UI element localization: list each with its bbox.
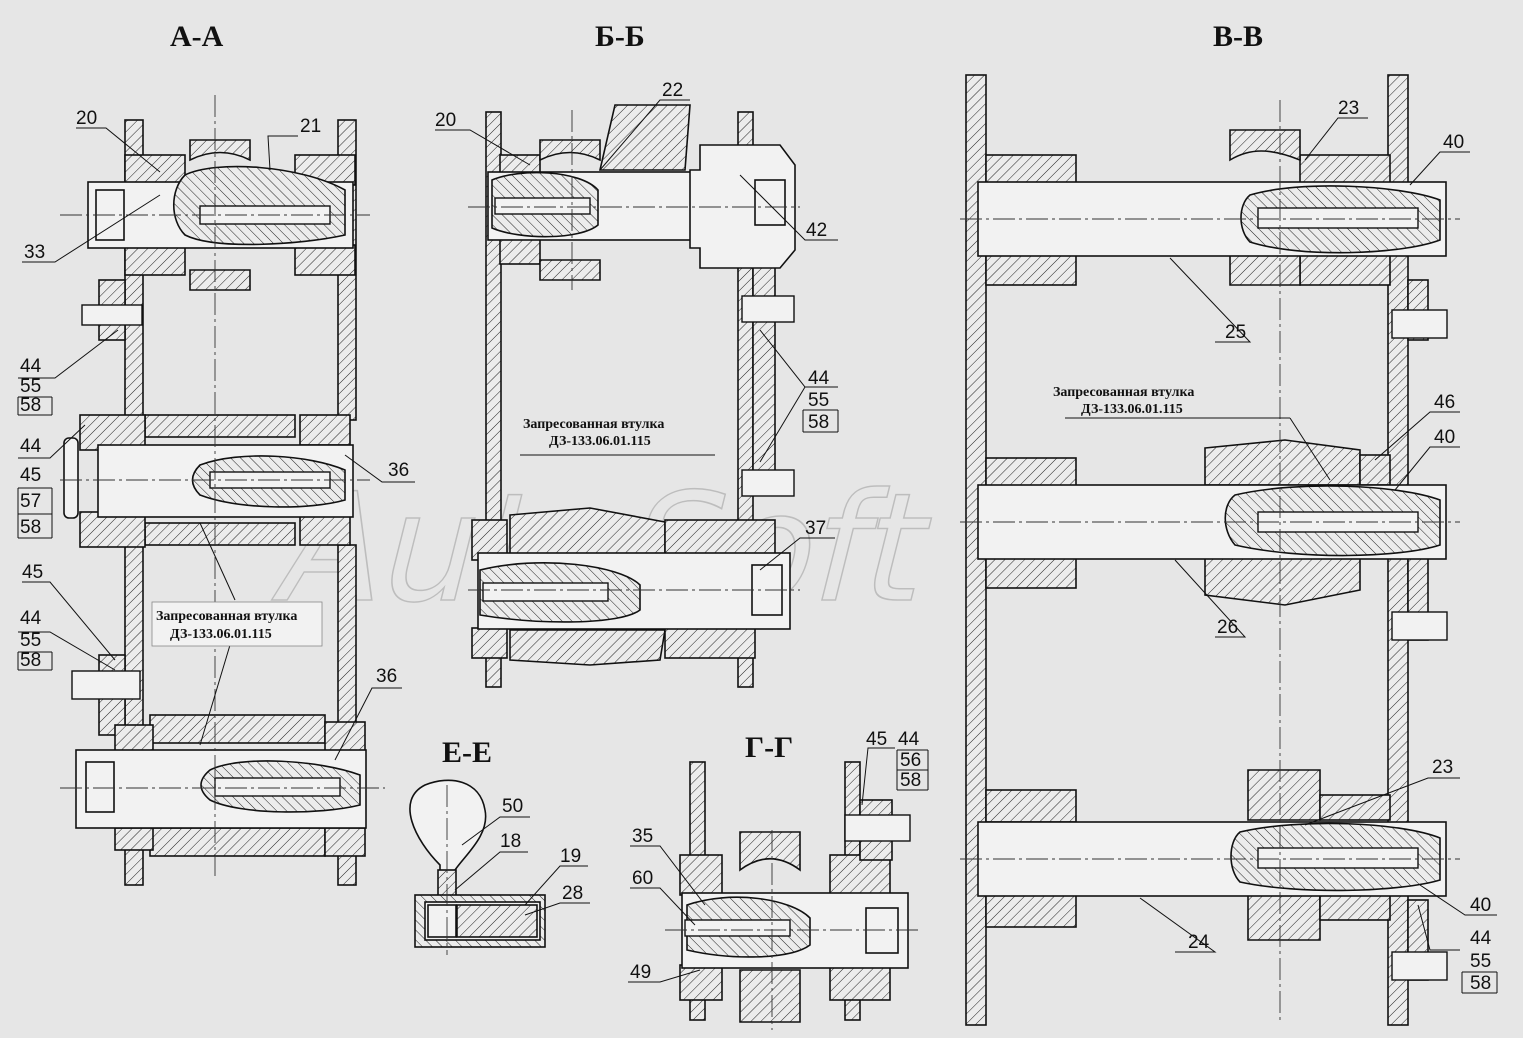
callout-ee-50: 50 xyxy=(502,796,523,817)
callout-vv-55: 55 xyxy=(1470,951,1491,972)
section-aa-view xyxy=(60,95,385,886)
callout-aa-36a: 36 xyxy=(388,460,409,481)
section-title-aa: А-А xyxy=(170,20,224,53)
callout-vv-40c: 40 xyxy=(1470,895,1491,916)
callout-aa-45a: 45 xyxy=(20,465,41,486)
section-vv-view xyxy=(960,74,1460,1026)
callout-vv-23b: 23 xyxy=(1432,757,1453,778)
section-gg-view xyxy=(628,747,929,1030)
note-bb-line2: ДЗ-133.06.01.115 xyxy=(549,434,651,449)
callouts-vv xyxy=(1139,117,1498,994)
callout-aa-44a: 44 xyxy=(20,356,42,377)
callout-bb-44: 44 xyxy=(808,368,830,389)
section-title-vv: В-В xyxy=(1213,20,1263,53)
callout-vv-46: 46 xyxy=(1434,392,1455,413)
callout-gg-56: 56 xyxy=(900,750,921,771)
callout-aa-58b: 58 xyxy=(20,517,41,538)
callout-vv-58: 58 xyxy=(1470,973,1491,994)
callout-gg-60: 60 xyxy=(632,868,653,889)
callouts-bb xyxy=(435,99,839,571)
callout-gg-49: 49 xyxy=(630,962,651,983)
note-vv-line2: ДЗ-133.06.01.115 xyxy=(1081,402,1183,417)
callout-gg-44: 44 xyxy=(898,729,920,750)
section-title-gg: Г-Г xyxy=(745,731,793,764)
callout-vv-26: 26 xyxy=(1217,617,1238,638)
callout-aa-55a: 55 xyxy=(20,376,41,397)
callout-bb-42: 42 xyxy=(806,220,827,241)
section-title-ee: Е-Е xyxy=(442,736,492,769)
callout-gg-45: 45 xyxy=(866,729,887,750)
callout-vv-23a: 23 xyxy=(1338,98,1359,119)
callout-aa-58a: 58 xyxy=(20,395,41,416)
callout-vv-25: 25 xyxy=(1225,322,1246,343)
callout-aa-21: 21 xyxy=(300,116,321,137)
callout-aa-36b: 36 xyxy=(376,666,397,687)
callout-gg-58: 58 xyxy=(900,770,921,791)
callout-vv-40b: 40 xyxy=(1434,427,1455,448)
callout-aa-45b: 45 xyxy=(22,562,43,583)
section-bb-view xyxy=(468,104,800,688)
callout-aa-44b: 44 xyxy=(20,436,42,457)
callout-vv-44: 44 xyxy=(1470,928,1492,949)
callout-vv-24: 24 xyxy=(1188,932,1210,953)
callout-bb-37: 37 xyxy=(805,518,826,539)
section-title-bb: Б-Б xyxy=(595,20,645,53)
callout-gg-35: 35 xyxy=(632,826,653,847)
callout-aa-44c: 44 xyxy=(20,608,42,629)
callout-bb-55: 55 xyxy=(808,390,829,411)
callout-aa-58c: 58 xyxy=(20,650,41,671)
callout-bb-22: 22 xyxy=(662,80,683,101)
callout-ee-28: 28 xyxy=(562,883,583,904)
note-bb-line1: Запресованная втулка xyxy=(523,417,664,432)
callout-ee-18: 18 xyxy=(500,831,521,852)
callouts-aa xyxy=(17,127,415,761)
callout-vv-40a: 40 xyxy=(1443,132,1464,153)
callout-aa-33: 33 xyxy=(24,242,45,263)
callout-aa-55c: 55 xyxy=(20,630,41,651)
callout-bb-20: 20 xyxy=(435,110,456,131)
callout-ee-19: 19 xyxy=(560,846,581,867)
note-aa-line2: ДЗ-133.06.01.115 xyxy=(170,627,272,642)
callout-aa-20: 20 xyxy=(76,108,97,129)
callout-bb-58: 58 xyxy=(808,412,829,433)
callout-aa-57: 57 xyxy=(20,491,41,512)
note-aa-line1: Запресованная втулка xyxy=(156,609,297,624)
note-vv-line1: Запресованная втулка xyxy=(1053,385,1194,400)
section-ee-view xyxy=(409,779,590,955)
